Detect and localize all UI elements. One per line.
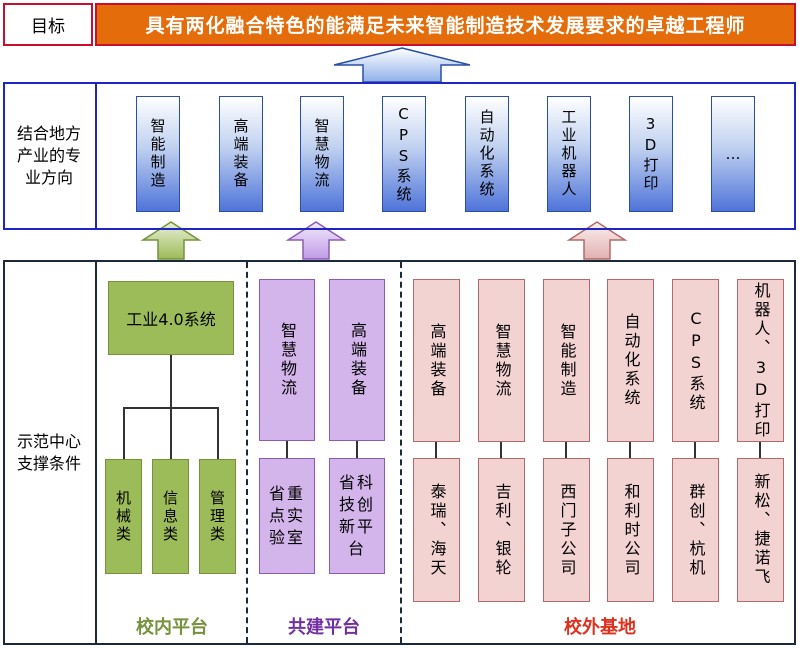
connector-line: [123, 407, 125, 459]
connector-line: [565, 442, 567, 458]
support-frame: [3, 260, 796, 645]
connector-line: [629, 442, 631, 458]
external-bottom-box: 群创、杭机: [672, 458, 719, 602]
direction-item: …: [711, 96, 755, 212]
external-bottom-box: 吉利、银轮: [478, 458, 525, 602]
external-top-box: CPS系统: [672, 279, 719, 442]
direction-item: 智能制造: [136, 96, 180, 212]
connector-line: [694, 442, 696, 458]
industry40-system-box: 工业4.0系统: [108, 281, 234, 355]
joint-bottom-line: 验室: [268, 528, 305, 547]
direction-item: 3D打印: [629, 96, 673, 212]
direction-item: 工业机器人: [547, 96, 591, 212]
external-section-label: 校外基地: [564, 617, 636, 638]
joint-bottom-box: 省科 技创 新平 台: [329, 458, 385, 574]
external-bottom-box: 西门子公司: [543, 458, 590, 602]
external-bottom-box: 泰瑞、海天: [413, 458, 460, 602]
goal-label: 目标: [3, 3, 93, 46]
direction-frame: [3, 82, 796, 230]
direction-item: 智慧物流: [300, 96, 344, 212]
section-divider: [246, 262, 248, 643]
connector-line: [435, 442, 437, 458]
campus-section-label: 校内平台: [136, 617, 208, 638]
support-label-line2: 支撑条件: [16, 453, 81, 473]
external-top-box: 高端装备: [413, 279, 460, 442]
direction-label-line1: 结合地方: [16, 124, 81, 143]
joint-top-box: 智慧物流: [259, 279, 315, 441]
connector-line: [170, 407, 172, 459]
external-top-box: 智慧物流: [478, 279, 525, 442]
direction-label-line3: 业方向: [24, 168, 73, 187]
direction-item: 自动化系统: [465, 96, 509, 212]
section-divider: [400, 262, 402, 643]
joint-bottom-line: 新平: [338, 517, 375, 536]
goal-text: 具有两化融合特色的能满足未来智能制造技术发展要求的卓越工程师: [95, 3, 796, 46]
direction-label-line2: 产业的专: [16, 146, 81, 165]
joint-section-label: 共建平台: [288, 617, 360, 638]
up-arrow-to-goal-icon: [333, 47, 471, 83]
support-label: 示范中心 支撑条件: [3, 260, 97, 645]
external-top-box: 机器人、3D打印: [737, 279, 784, 442]
support-label-line1: 示范中心: [16, 431, 81, 451]
connector-line: [217, 407, 219, 459]
joint-bottom-box: 省重 点实 验室: [259, 458, 315, 574]
campus-column: 机械类: [105, 459, 142, 574]
connector-line: [286, 441, 288, 458]
direction-label: 结合地方 产业的专 业方向: [3, 82, 97, 230]
joint-bottom-line: 省科: [338, 473, 375, 492]
direction-item: CPS系统: [382, 96, 426, 212]
connector-line: [500, 442, 502, 458]
campus-column: 信息类: [152, 459, 189, 574]
joint-top-box: 高端装备: [329, 279, 385, 441]
connector-line: [356, 441, 358, 458]
joint-bottom-line: 技创: [338, 495, 375, 514]
joint-bottom-line: 台: [347, 539, 366, 558]
external-bottom-box: 新松、捷诺飞: [737, 458, 784, 602]
connector-line: [170, 355, 172, 408]
external-top-box: 智能制造: [543, 279, 590, 442]
external-top-box: 自动化系统: [607, 279, 654, 442]
external-bottom-box: 和利时公司: [607, 458, 654, 602]
direction-item: 高端装备: [219, 96, 263, 212]
campus-column: 管理类: [199, 459, 236, 574]
connector-line: [759, 442, 761, 458]
joint-bottom-line: 点实: [268, 506, 305, 525]
joint-bottom-line: 省重: [268, 484, 305, 503]
